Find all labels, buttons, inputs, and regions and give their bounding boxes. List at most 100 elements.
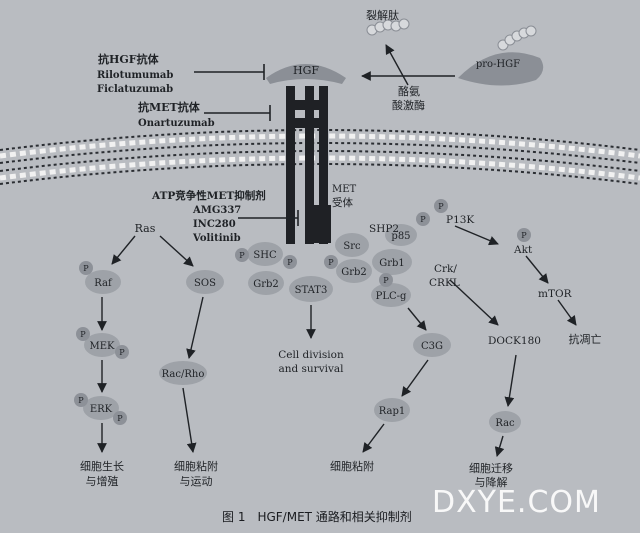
label-hgf: HGF (293, 64, 319, 77)
phospho-label: P (78, 396, 84, 405)
node-rac (489, 411, 521, 433)
label-mek: MEK (89, 341, 115, 352)
node-rac-rho (159, 361, 207, 385)
label-rac: Rac (495, 418, 515, 429)
node-grb2-left (248, 271, 284, 295)
label-adhesion: 细胞粘附 (330, 459, 374, 473)
phospho-mek-2 (115, 345, 129, 359)
label-mtor: mTOR (538, 288, 573, 300)
phospho-erk-2 (113, 411, 127, 425)
phospho-label: P (438, 202, 444, 211)
label-crk-1: Crk/ (434, 263, 457, 275)
node-raf (85, 270, 121, 294)
node-rap1 (374, 398, 410, 422)
label-atp-drug1: AMG337 (192, 205, 241, 216)
label-rap1: Rap1 (379, 406, 405, 417)
phospho-label: P (117, 414, 123, 423)
label-grb2-right: Grb2 (341, 267, 367, 278)
phospho-label: P (119, 348, 125, 357)
phospho-label: P (420, 215, 426, 224)
label-migration-2: 与降解 (475, 475, 508, 489)
label-atp-drug2: INC280 (193, 219, 236, 230)
label-akt: Akt (513, 244, 533, 256)
label-peptide: 裂解肽 (366, 8, 399, 22)
label-cell-division-2: and survival (278, 363, 344, 375)
label-pro-hgf: pro-HGF (476, 59, 520, 70)
label-erk: ERK (90, 404, 113, 415)
phospho-label: P (83, 264, 89, 273)
label-met-2: 受体 (332, 197, 353, 209)
hgf-ligand (266, 64, 346, 84)
label-stat3: STAT3 (295, 285, 328, 296)
phospho-mek-1 (76, 327, 90, 341)
phospho-raf (79, 261, 93, 275)
phospho-label: P (383, 276, 389, 285)
node-shc (247, 242, 283, 266)
node-stat3 (289, 276, 333, 302)
label-anti-apoptosis: 抗凋亡 (569, 332, 602, 346)
label-grb2-left: Grb2 (253, 279, 279, 290)
label-anti-met-drug1: Onartuzumab (138, 118, 215, 129)
phospho-p85 (416, 212, 430, 226)
label-adhesion-motility-2: 与运动 (180, 475, 213, 488)
pathway-arrows (97, 44, 577, 457)
node-erk (83, 396, 119, 420)
phospho-p13k (434, 199, 448, 213)
inhibitor-bars (194, 64, 299, 226)
phospho-receptor-1 (283, 255, 297, 269)
node-grb1 (372, 249, 412, 275)
label-grb1: Grb1 (379, 258, 405, 269)
node-c3g (413, 333, 451, 357)
label-p85: p85 (391, 231, 410, 242)
label-c3g: C3G (421, 341, 443, 352)
label-anti-hgf-drug2: Ficlatuzumab (97, 84, 173, 95)
label-ras: Ras (135, 222, 156, 235)
label-adhesion-motility-1: 细胞粘附 (174, 459, 218, 473)
pro-hgf-shape (458, 25, 544, 86)
phospho-receptor-2 (324, 255, 338, 269)
label-cell-division-1: Cell division (278, 349, 344, 361)
label-enzyme-2: 酸激酶 (392, 98, 425, 112)
label-atp-drug3: Volitinib (192, 233, 241, 244)
phospho-akt (517, 228, 531, 242)
phospho-plcg (379, 273, 393, 287)
label-dock180: DOCK180 (488, 335, 541, 347)
label-growth-1: 细胞生长 (80, 459, 124, 473)
node-mek (84, 333, 120, 357)
label-sos: SOS (194, 278, 216, 289)
label-met-1: MET (332, 184, 357, 195)
label-rac-rho: Rac/Rho (162, 369, 205, 380)
label-shc: SHC (253, 250, 277, 261)
label-crk-2: CRKL (429, 277, 460, 289)
phospho-shc (235, 248, 249, 262)
label-migration-1: 细胞迁移 (469, 462, 513, 475)
label-anti-hgf-drug1: Rilotumumab (97, 70, 173, 81)
peptide-chain (366, 18, 410, 36)
watermark: DXYE.COM (432, 485, 601, 520)
label-anti-hgf-title: 抗HGF抗体 (98, 52, 160, 66)
node-grb2-right (336, 259, 372, 283)
label-plcg: PLC-g (376, 291, 407, 302)
phospho-labels: P P P P P P P P P P P P (78, 202, 527, 423)
phospho-label: P (80, 330, 86, 339)
label-shp2: SHP2 (369, 223, 399, 235)
node-sos (186, 270, 224, 294)
phospho-label: P (239, 251, 245, 260)
label-enzyme-1: 酪氨 (398, 85, 420, 98)
phospho-label: P (328, 258, 334, 267)
label-src: Src (343, 241, 361, 252)
label-growth-2: 与增殖 (86, 474, 119, 488)
phospho-label: P (287, 258, 293, 267)
label-p13k: P13K (446, 214, 474, 226)
met-receptor (286, 86, 331, 244)
phospho-markers (74, 199, 531, 425)
node-p85 (385, 224, 417, 246)
figure-caption: 图 1 HGF/MET 通路和相关抑制剂 (222, 509, 412, 524)
phospho-label: P (521, 231, 527, 240)
phospho-erk-1 (74, 393, 88, 407)
label-anti-met-title: 抗MET抗体 (138, 100, 201, 114)
node-plcg (371, 283, 411, 307)
label-atp-title: ATP竞争性MET抑制剂 (151, 189, 266, 202)
